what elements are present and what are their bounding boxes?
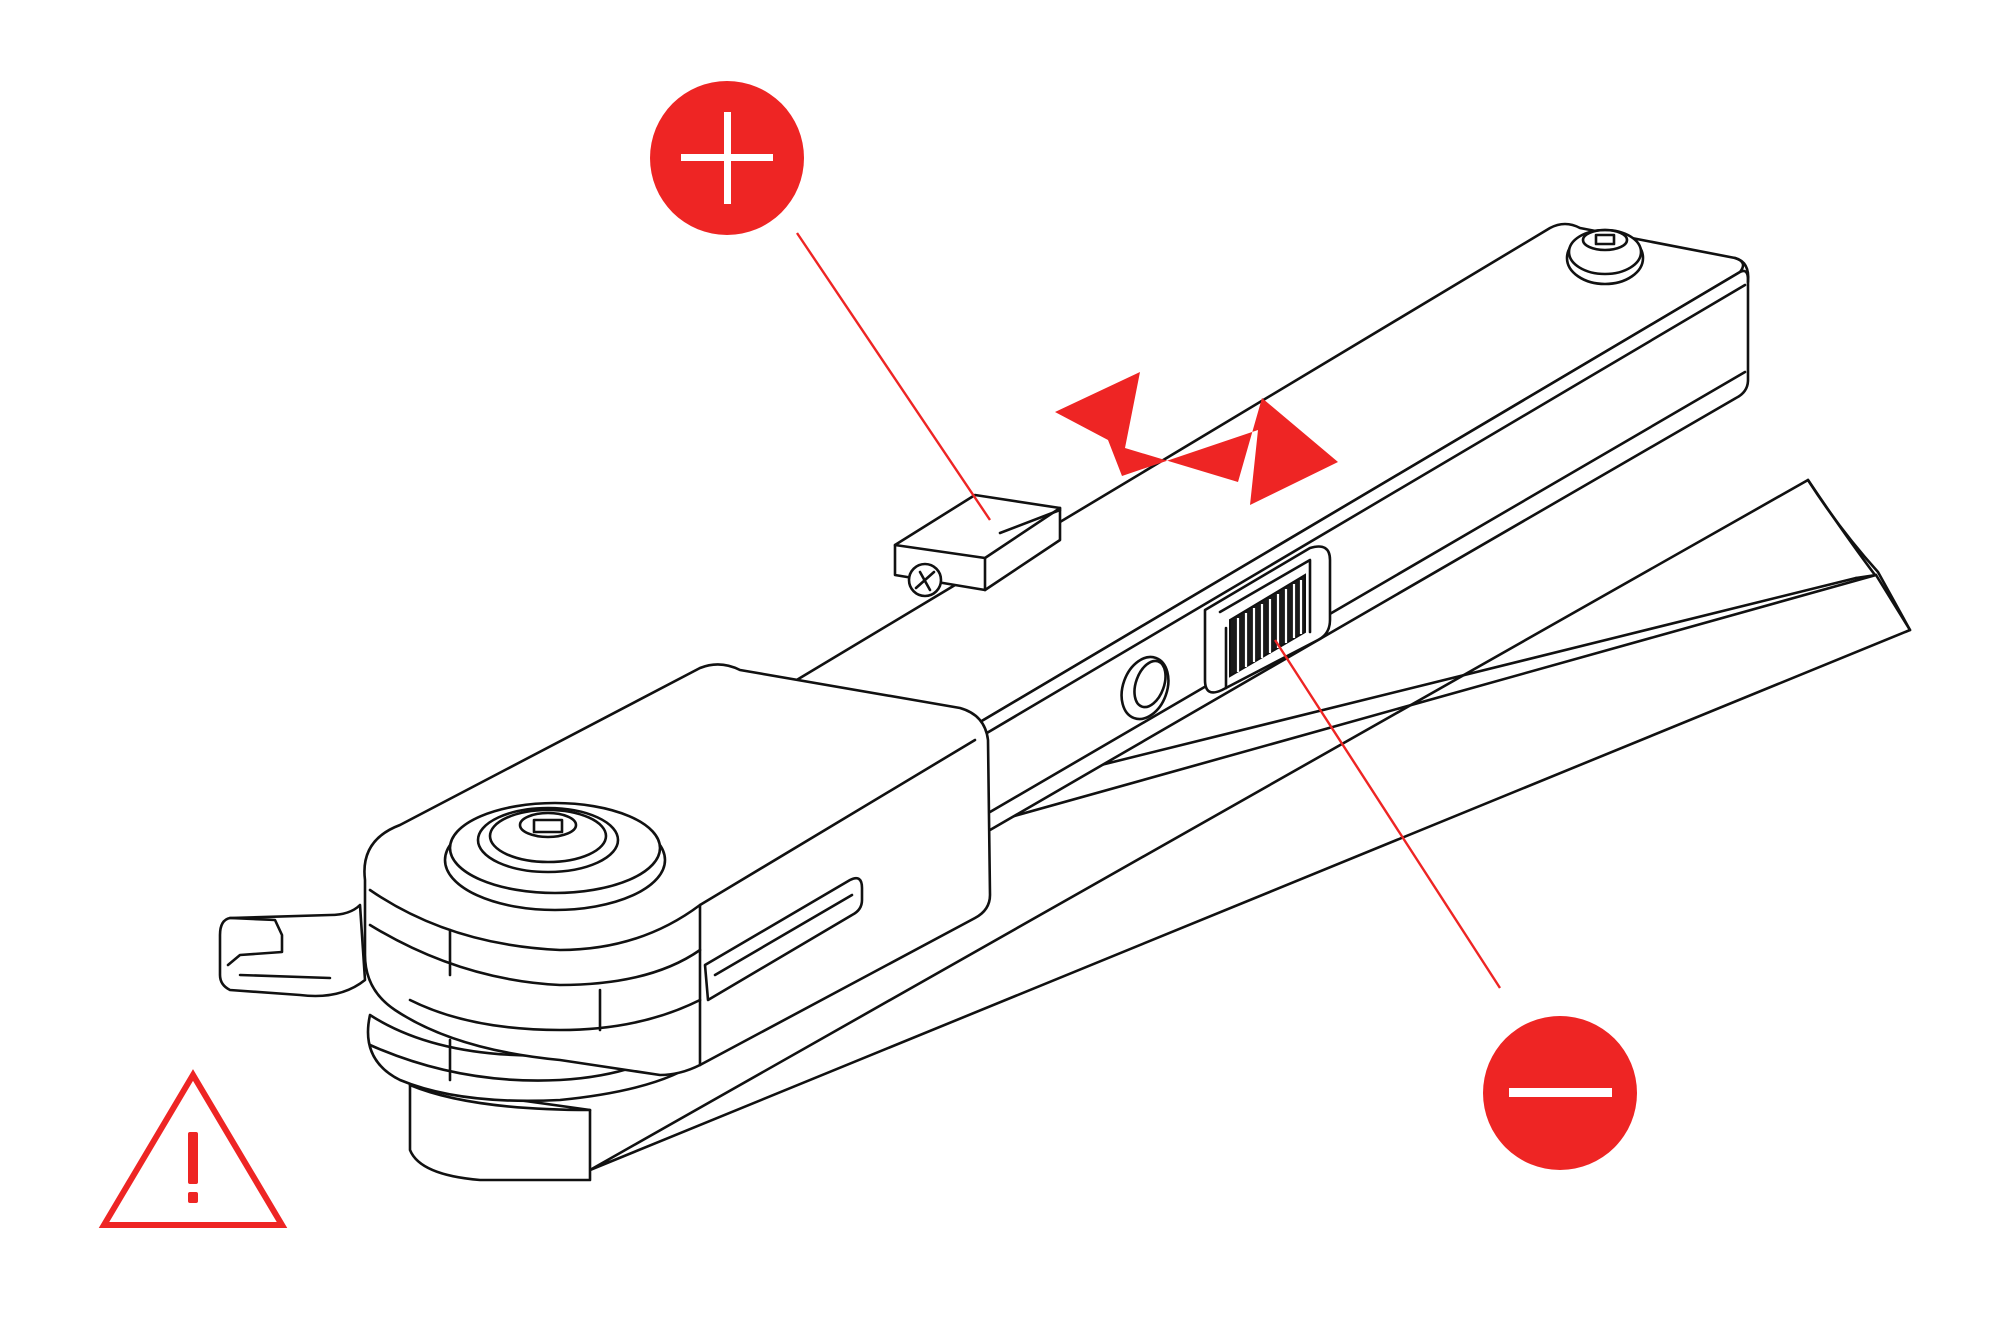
minus-icon: [1483, 1016, 1637, 1170]
rail-details: [1120, 655, 1170, 721]
plus-icon: [650, 81, 804, 235]
leader-lines: [796, 232, 1502, 989]
warning-triangle-icon: [98, 1069, 288, 1228]
double-arrow-icon: [1055, 372, 1338, 505]
slide-block: [893, 493, 1062, 598]
adjustment-slider: [1203, 545, 1332, 694]
frame-profile: [583, 478, 1912, 1172]
pivot-housing: [218, 663, 992, 1182]
